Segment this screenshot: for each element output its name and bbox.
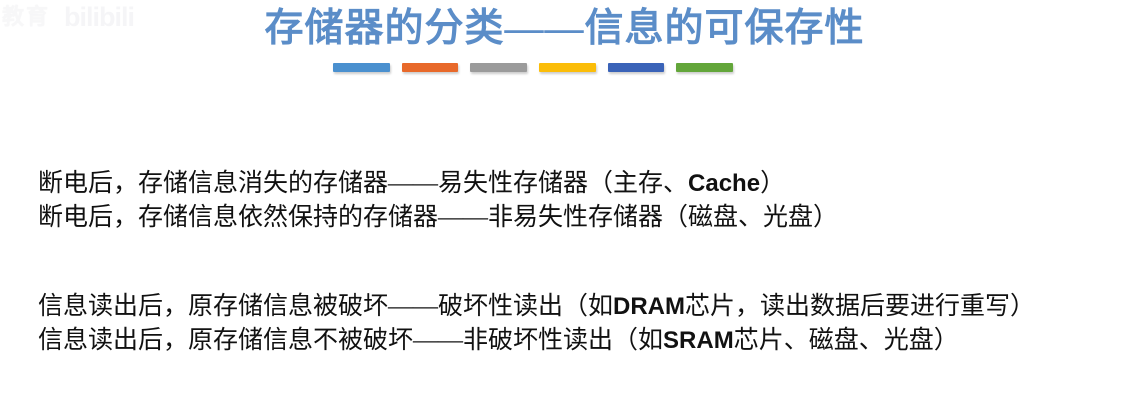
cn-text: 芯片，读出数据后要进行重写） xyxy=(685,293,1036,320)
body-line: 断电后，存储信息消失的存储器——易失性存储器（主存、Cache） xyxy=(38,167,838,201)
bar-green xyxy=(676,63,734,72)
bar-blue-dark xyxy=(607,63,665,72)
bar-yellow xyxy=(539,63,596,72)
latin-term: Cache xyxy=(688,170,761,197)
cn-text: 断电后，存储信息消失的存储器——易失性存储器（主存、 xyxy=(38,170,689,197)
bar-gray xyxy=(470,63,528,72)
cn-text: 信息读出后，原存储信息不被破坏——非破坏性读出（如 xyxy=(38,327,664,354)
cn-text: 信息读出后，原存储信息被破坏——破坏性读出（如 xyxy=(38,293,614,320)
body-line: 信息读出后，原存储信息不被破坏——非破坏性读出（如SRAM芯片、磁盘、光盘） xyxy=(38,324,1035,358)
page-title: 存储器的分类——信息的可保存性 xyxy=(264,7,865,50)
cn-text: 芯片、磁盘、光盘） xyxy=(733,327,959,354)
title-underline-bars xyxy=(333,63,734,72)
latin-term: DRAM xyxy=(613,293,686,320)
text-group-volatility: 断电后，存储信息消失的存储器——易失性存储器（主存、Cache）断电后，存储信息… xyxy=(38,167,838,235)
latin-term: SRAM xyxy=(663,327,734,354)
cn-text: 断电后，存储信息依然保持的存储器——非易失性存储器（磁盘、光盘） xyxy=(38,204,839,231)
bar-orange xyxy=(401,63,459,72)
body-line: 信息读出后，原存储信息被破坏——破坏性读出（如DRAM芯片，读出数据后要进行重写… xyxy=(38,290,1035,324)
body-line: 断电后，存储信息依然保持的存储器——非易失性存储器（磁盘、光盘） xyxy=(38,201,838,235)
text-group-readout: 信息读出后，原存储信息被破坏——破坏性读出（如DRAM芯片，读出数据后要进行重写… xyxy=(38,290,1035,358)
cn-text: ） xyxy=(760,170,786,197)
bar-blue-light xyxy=(333,63,390,72)
